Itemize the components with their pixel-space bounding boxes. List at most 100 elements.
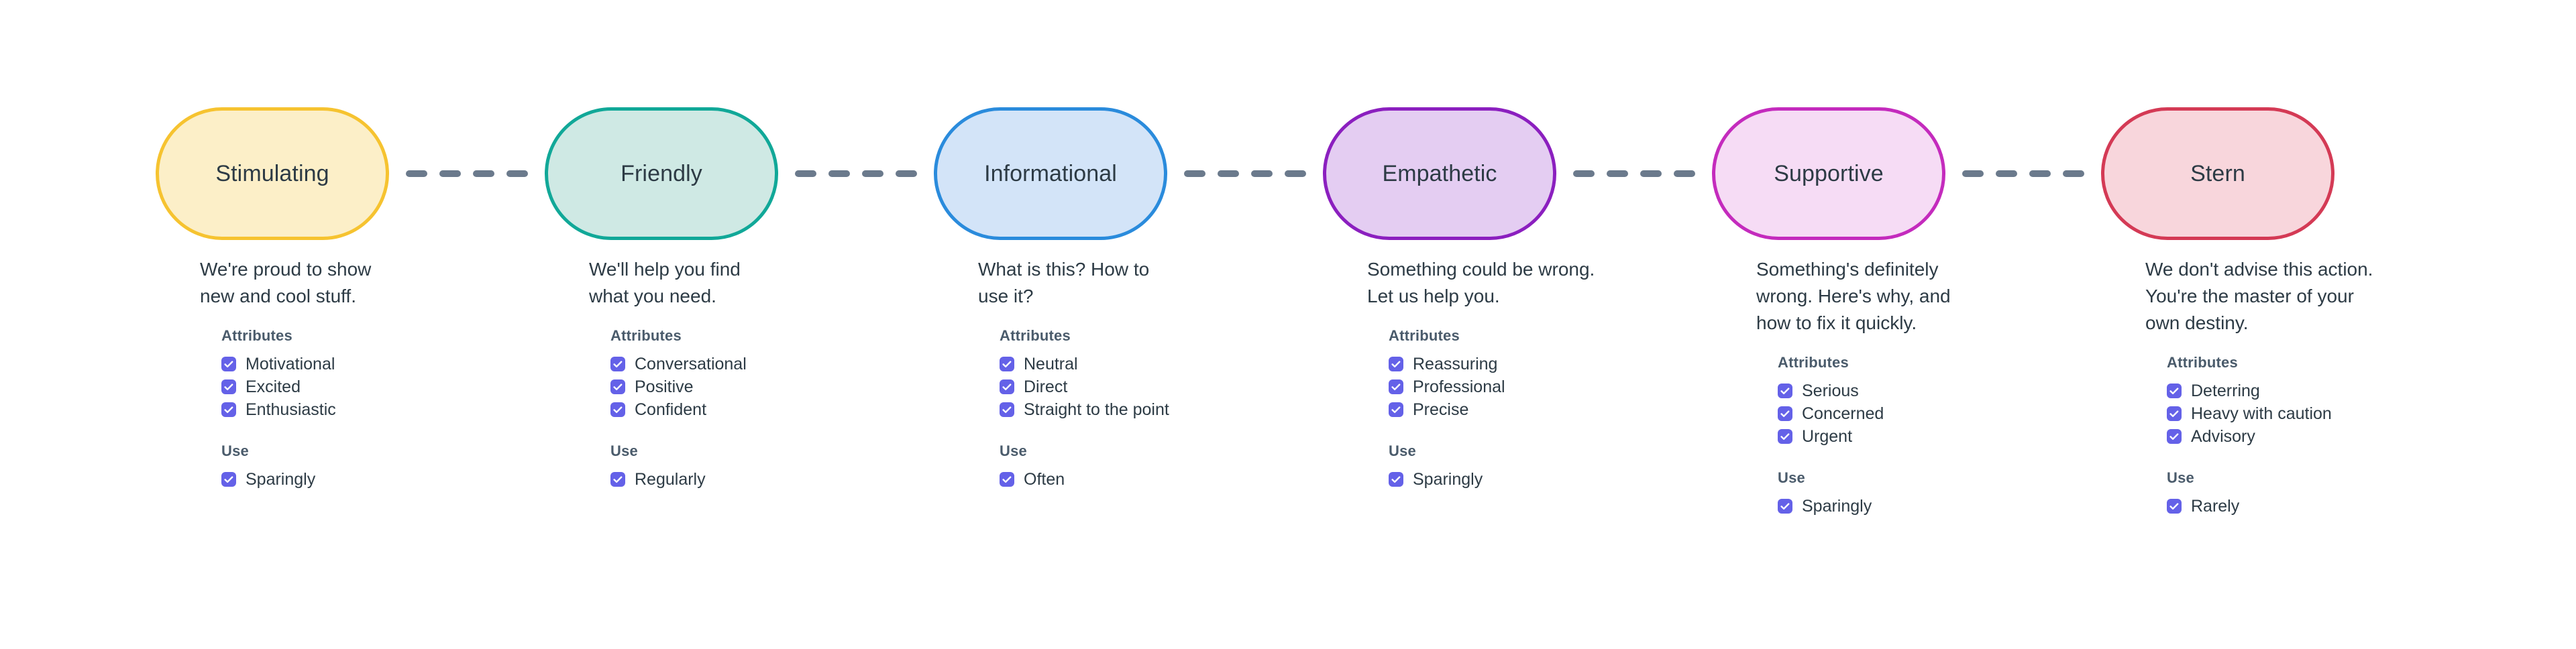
connector-dash (1640, 170, 1662, 177)
checkbox-checked-icon[interactable] (1389, 402, 1403, 417)
attribute-item[interactable]: Excited (221, 375, 531, 398)
attribute-item[interactable]: Reassuring (1389, 353, 1699, 375)
connector-dash (1962, 170, 1984, 177)
checkbox-checked-icon[interactable] (610, 357, 625, 371)
attribute-item[interactable]: Motivational (221, 353, 531, 375)
attributes-group-title: Attributes (1389, 327, 1460, 344)
attribute-item[interactable]: Straight to the point (1000, 398, 1309, 421)
tone-description: What is this? How to use it? (978, 259, 1150, 306)
checkbox-checked-icon[interactable] (1389, 379, 1403, 394)
attributes-group-title: Attributes (610, 327, 682, 344)
use-group-title: Use (1778, 469, 1805, 486)
use-label: Sparingly (1413, 469, 1483, 489)
checkbox-checked-icon[interactable] (1000, 472, 1014, 487)
attribute-item[interactable]: Neutral (1000, 353, 1309, 375)
attribute-item[interactable]: Heavy with caution (2167, 402, 2477, 425)
checkbox-checked-icon[interactable] (221, 379, 236, 394)
checkbox-checked-icon[interactable] (1389, 472, 1403, 487)
tone-pill-label: Supportive (1774, 161, 1884, 186)
tone-pill-label: Stimulating (215, 161, 329, 186)
checkbox-checked-icon[interactable] (1778, 499, 1792, 514)
tone-pill-supportive[interactable]: Supportive (1712, 107, 1945, 240)
attribute-item[interactable]: Confident (610, 398, 920, 421)
tone-pill-informational[interactable]: Informational (934, 107, 1167, 240)
attribute-item[interactable]: Concerned (1778, 402, 2088, 425)
attribute-label: Neutral (1024, 354, 1078, 373)
attribute-item[interactable]: Enthusiastic (221, 398, 531, 421)
checkbox-checked-icon[interactable] (2167, 499, 2182, 514)
use-item[interactable]: Rarely (2167, 495, 2477, 518)
checkbox-checked-icon[interactable] (2167, 406, 2182, 421)
checkbox-checked-icon[interactable] (2167, 384, 2182, 398)
use-item[interactable]: Sparingly (1389, 468, 1699, 491)
checkbox-checked-icon[interactable] (221, 402, 236, 417)
attribute-item[interactable]: Urgent (1778, 425, 2088, 448)
tone-column-stern: We don't advise this action. You're the … (2101, 256, 2477, 518)
checkbox-checked-icon[interactable] (610, 379, 625, 394)
connector-dash (1573, 170, 1595, 177)
tone-pill-empathetic[interactable]: Empathetic (1323, 107, 1556, 240)
attribute-item[interactable]: Serious (1778, 379, 2088, 402)
attribute-item[interactable]: Advisory (2167, 425, 2477, 448)
checkbox-checked-icon[interactable] (1778, 429, 1792, 444)
checkbox-checked-icon[interactable] (1000, 357, 1014, 371)
attribute-label: Precise (1413, 400, 1469, 419)
use-item[interactable]: Sparingly (1778, 495, 2088, 518)
checkbox-checked-icon[interactable] (2167, 429, 2182, 444)
checkbox-checked-icon[interactable] (221, 357, 236, 371)
connector-dash (473, 170, 494, 177)
use-item[interactable]: Sparingly (221, 468, 531, 491)
attribute-item[interactable]: Precise (1389, 398, 1699, 421)
attribute-item[interactable]: Professional (1389, 375, 1699, 398)
tone-pill-stern[interactable]: Stern (2101, 107, 2334, 240)
attribute-label: Serious (1802, 381, 1859, 400)
checkbox-checked-icon[interactable] (1000, 379, 1014, 394)
attribute-label: Concerned (1802, 404, 1884, 423)
tone-description: Something's definitely wrong. Here's why… (1756, 259, 1951, 333)
connector-dash (795, 170, 816, 177)
checkbox-checked-icon[interactable] (221, 472, 236, 487)
use-label: Often (1024, 469, 1065, 489)
checkbox-checked-icon[interactable] (610, 402, 625, 417)
tone-pill-stimulating[interactable]: Stimulating (156, 107, 389, 240)
checkbox-checked-icon[interactable] (1000, 402, 1014, 417)
attributes-group-title: Attributes (1000, 327, 1071, 344)
attribute-label: Excited (246, 377, 301, 396)
attribute-item[interactable]: Positive (610, 375, 920, 398)
checkbox-checked-icon[interactable] (1389, 357, 1403, 371)
dashed-connector (1556, 170, 1712, 177)
attribute-label: Confident (635, 400, 707, 419)
attribute-item[interactable]: Conversational (610, 353, 920, 375)
attribute-item[interactable]: Direct (1000, 375, 1309, 398)
use-group-title: Use (610, 442, 638, 459)
checkbox-checked-icon[interactable] (1778, 384, 1792, 398)
attributes-group-title: Attributes (221, 327, 292, 344)
use-group-title: Use (1000, 442, 1027, 459)
use-item[interactable]: Regularly (610, 468, 920, 491)
attribute-item[interactable]: Deterring (2167, 379, 2477, 402)
tone-pill-row: Stimulating Friendly Informational Empathet… (156, 107, 2334, 240)
connector-dash (1607, 170, 1628, 177)
tone-column-friendly: We'll help you find what you need.Attrib… (545, 256, 920, 491)
connector-dash (2029, 170, 2051, 177)
attribute-label: Direct (1024, 377, 1068, 396)
checkbox-checked-icon[interactable] (610, 472, 625, 487)
attribute-label: Advisory (2191, 426, 2255, 446)
checkbox-checked-icon[interactable] (1778, 406, 1792, 421)
attribute-label: Conversational (635, 354, 747, 373)
use-item[interactable]: Often (1000, 468, 1309, 491)
tone-pill-friendly[interactable]: Friendly (545, 107, 778, 240)
